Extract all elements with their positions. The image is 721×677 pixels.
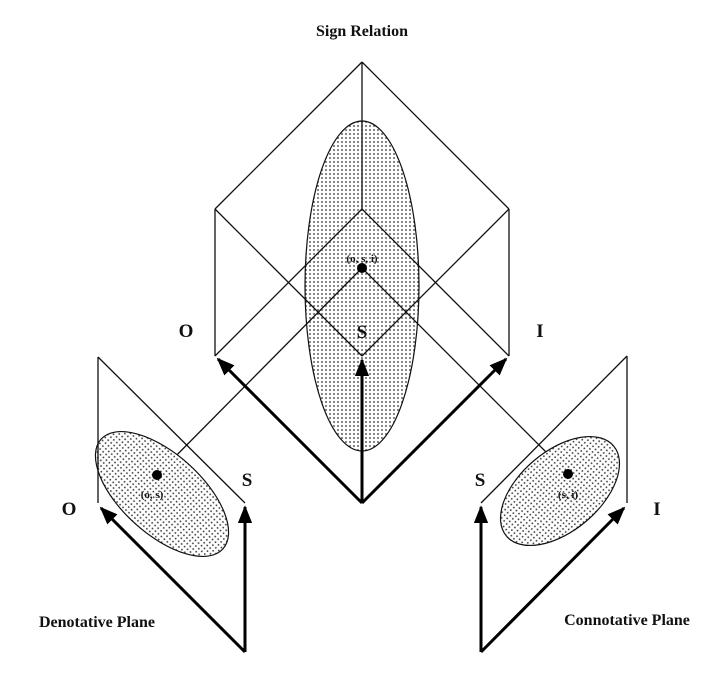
sign-relation-point <box>357 263 367 273</box>
connotative-axis-i-arrow <box>479 506 626 654</box>
cube-edge <box>361 61 510 210</box>
sign-relation-cube: (o, s, i) O S I <box>159 61 567 505</box>
denotative-axis-label-s: S <box>242 470 253 491</box>
projection-to-connotative <box>361 267 567 473</box>
cube-edge <box>214 208 363 357</box>
connotative-point-label: (s, i) <box>558 489 579 501</box>
connotative-plane-title: Connotative Plane <box>564 612 690 629</box>
cube-axis-label-i: I <box>536 321 543 342</box>
denotative-plane: (o, s) O S Denotative Plane <box>39 356 253 654</box>
projection-to-denotative <box>159 267 363 473</box>
plane-edge <box>97 356 246 504</box>
connotative-ellipse <box>499 435 621 547</box>
cube-axis-label-o: O <box>179 321 194 342</box>
cube-edge <box>214 61 363 210</box>
plane-edge <box>480 355 628 504</box>
denotative-point-label: (o, s) <box>141 489 164 501</box>
denotative-axis-o-arrow <box>99 506 247 654</box>
connotative-axis-label-i: I <box>653 499 660 520</box>
cube-axis-label-s: S <box>357 322 368 343</box>
denotative-point <box>152 470 162 480</box>
axis-o-arrow <box>216 357 364 505</box>
denotative-ellipse <box>94 430 230 558</box>
denotative-plane-title: Denotative Plane <box>39 614 155 631</box>
connotative-axis-label-s: S <box>475 470 486 491</box>
denotative-axis-label-o: O <box>62 499 77 520</box>
connotative-point <box>563 469 573 479</box>
connotative-plane: (s, i) S I Connotative Plane <box>473 355 690 654</box>
cube-edge <box>361 208 510 357</box>
axis-i-arrow <box>360 357 508 505</box>
diagram-title: Sign Relation <box>316 23 408 40</box>
sign-relation-point-label: (o, s, i) <box>346 253 378 265</box>
